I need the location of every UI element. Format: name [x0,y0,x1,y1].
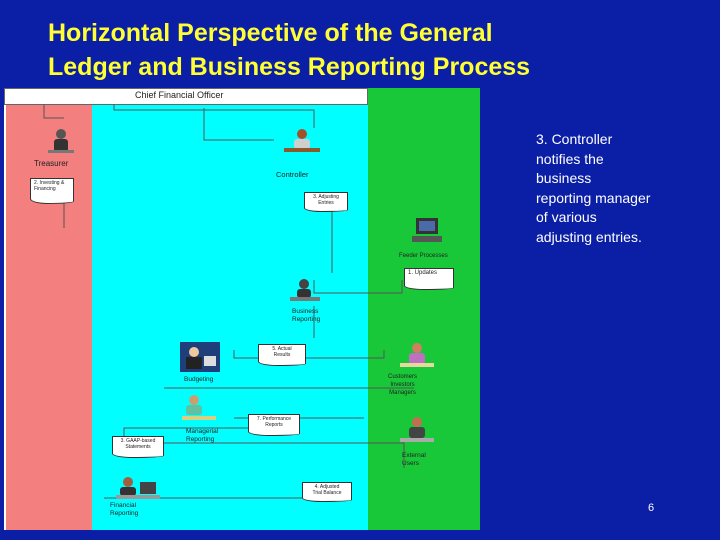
customers-label: Customers Investors Managers [388,374,418,396]
treasurer-lane [6,88,92,530]
title-line-2: Ledger and Business Reporting Process [48,53,531,81]
controller-person-icon [284,129,320,152]
financial-label: Financial Reporting [110,502,139,517]
managerial-label: Managerial Reporting [186,428,219,443]
managerial-person-icon [182,395,216,420]
process-diagram: Chief Financial Officer Treasurer 2. Inv… [4,88,480,530]
cfo-header: Chief Financial Officer [4,88,368,105]
financial-person-icon [116,477,160,499]
budgeting-person-icon [180,342,220,372]
business-reporting-label: Business Reporting [292,308,321,323]
doc-adjusted: 4. Adjusted Trial Balance [302,482,352,502]
doc-investing: 2. Investing & Financing [30,178,74,204]
step-callout: 3. Controller notifies the business repo… [536,131,651,245]
controller-label: Controller [276,170,309,179]
page-number: 6 [648,502,655,514]
budgeting-label: Budgeting [184,376,214,383]
external-users-icon [400,417,434,442]
doc-updates: 1. Updates [404,268,454,290]
doc-adjusting: 3. Adjusting Entries [304,192,348,212]
title-line-1: Horizontal Perspective of the General [48,19,493,47]
external-users-label: External Users [402,452,426,467]
computer-icon [412,218,442,242]
treasurer-person-icon [48,129,74,153]
treasurer-label: Treasurer [34,159,69,168]
business-reporting-person-icon [290,279,320,301]
doc-performance: 7. Performance Reports [248,414,300,436]
cfo-label: Chief Financial Officer [135,90,224,100]
doc-actual: 5. Actual Results [258,344,306,366]
flow-arrows [43,104,414,499]
slide-title: Horizontal Perspective of the General Le… [48,16,648,84]
external-lane [368,88,480,530]
doc-gaap: 3. GAAP-based Statements [112,436,164,458]
customers-person-icon [400,343,434,367]
feeder-label: Feeder Processes [399,253,448,259]
